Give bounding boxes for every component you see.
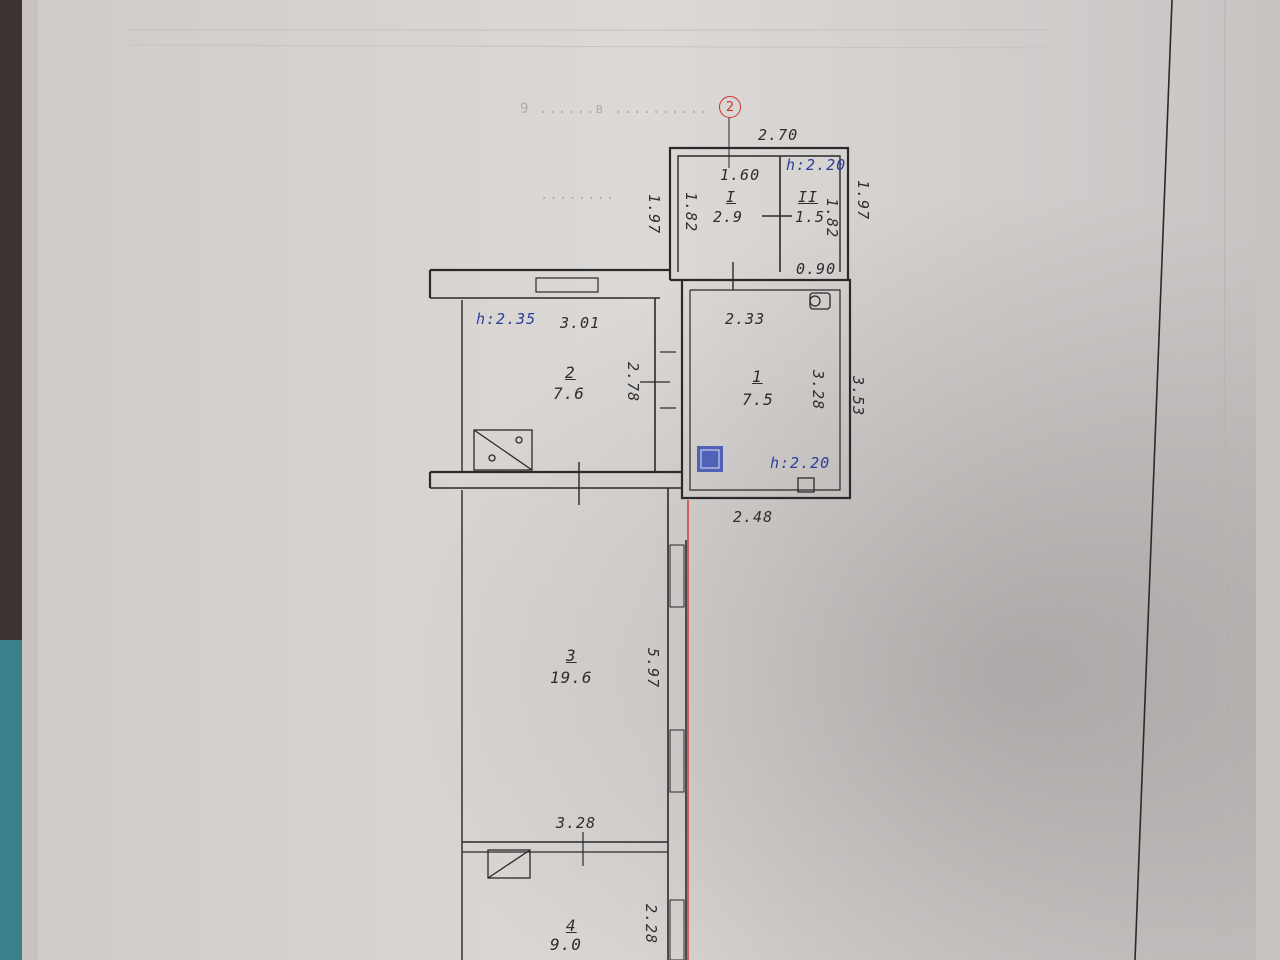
dim-room2-height: 2.78 <box>624 362 642 403</box>
dim-room3-height: 5.97 <box>644 648 662 689</box>
room-II-number: II <box>798 188 819 206</box>
ceiling-height-closet: h:2.20 <box>786 156 847 174</box>
stove-icon <box>487 849 531 879</box>
room-3-area: 19.6 <box>550 668 593 687</box>
faint-header-text-2: ........ <box>540 187 616 203</box>
fixtures <box>473 292 831 879</box>
radiator-icon <box>797 477 815 493</box>
walls <box>428 146 852 960</box>
window-top <box>535 277 599 293</box>
room-II-area: 1.5 <box>795 208 826 226</box>
room-I-number: I <box>726 188 737 206</box>
page-border-line <box>1134 0 1173 960</box>
dim-closet-left-outer: 1.97 <box>645 194 663 235</box>
room-4-area: 9.0 <box>550 935 582 954</box>
faint-header-rule-2 <box>129 44 1051 49</box>
window-right-3 <box>669 899 685 960</box>
dim-room3-width: 3.28 <box>556 814 597 832</box>
room-2-area: 7.6 <box>553 384 585 403</box>
ceiling-height-room2: h:2.35 <box>476 310 537 328</box>
boiler-icon <box>697 446 723 472</box>
dim-room4-height: 2.28 <box>642 904 660 945</box>
page-fold-line <box>1223 0 1226 960</box>
window-right-2 <box>669 729 685 793</box>
location-marker: 2 <box>719 96 741 118</box>
ceiling-height-room1: h:2.20 <box>770 454 831 472</box>
dim-room1-height-outer: 3.53 <box>849 376 867 417</box>
room-4-number: 4 <box>566 916 577 935</box>
dim-closet-bottom: 0.90 <box>796 260 837 278</box>
sink-drain <box>515 436 523 444</box>
dim-room1-height-inner: 3.28 <box>809 370 827 411</box>
room-2-number: 2 <box>565 363 576 382</box>
room-1-number: 1 <box>752 367 763 386</box>
room1-wall <box>670 278 852 500</box>
window-right-1 <box>669 544 685 608</box>
dim-room1-bottom: 2.48 <box>733 508 774 526</box>
paper-shadow <box>38 0 1256 960</box>
stove-diagonal <box>487 849 531 879</box>
closet-inner-wall <box>677 155 841 272</box>
room-3-number: 3 <box>566 646 577 665</box>
room1-inner-wall <box>689 289 841 491</box>
dim-closet-right-inner: 1.82 <box>823 198 841 239</box>
room-1-area: 7.5 <box>742 390 774 409</box>
toilet-bowl <box>809 295 821 307</box>
dim-room1-width: 2.33 <box>725 310 766 328</box>
sink-diagonal <box>473 429 533 471</box>
dim-room2-width: 3.01 <box>560 314 601 332</box>
dim-closet-right-outer: 1.97 <box>854 180 872 221</box>
room-I-area: 2.9 <box>713 208 744 226</box>
dim-top-width: 2.70 <box>758 126 799 144</box>
dim-closet-left-inner: 1.82 <box>682 192 700 233</box>
faint-header-text: 9 ......в .......... <box>520 101 709 117</box>
sink-icon <box>473 429 533 471</box>
sink-drain-2 <box>488 454 496 462</box>
dim-closet-width: 1.60 <box>720 166 761 184</box>
closet-outer-wall <box>668 146 850 280</box>
